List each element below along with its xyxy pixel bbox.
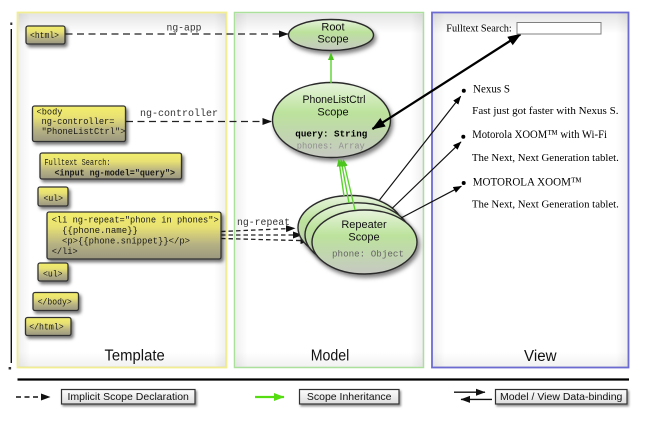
svg-text:Root: Root <box>321 22 344 34</box>
svg-text:Scope Inheritance: Scope Inheritance <box>307 391 392 403</box>
svg-text:ng-repeat: ng-repeat <box>237 217 290 229</box>
svg-text:The Next, Next Generation tabl: The Next, Next Generation tablet. <box>472 152 619 164</box>
svg-text:Scope: Scope <box>348 232 379 244</box>
svg-text:{{phone.name}}: {{phone.name}} <box>62 226 138 236</box>
svg-text:The Next, Next Generation tabl: The Next, Next Generation tablet. <box>472 198 619 210</box>
svg-text:phones: Array: phones: Array <box>297 141 365 152</box>
svg-text:query: String: query: String <box>295 129 367 140</box>
svg-text:<p>{{phone.snippet}}</p>: <p>{{phone.snippet}}</p> <box>62 237 190 247</box>
svg-text:</li>: </li> <box>52 247 78 257</box>
svg-text:Fast just got faster with Nexu: Fast just got faster with Nexus S. <box>472 105 619 117</box>
svg-text:MOTOROLA XOOM™: MOTOROLA XOOM™ <box>473 175 582 189</box>
svg-text:Motorola XOOM™ with Wi-Fi: Motorola XOOM™ with Wi-Fi <box>472 127 607 141</box>
svg-text:Implicit Scope Declaration: Implicit Scope Declaration <box>68 391 190 403</box>
svg-text:</html>: </html> <box>29 323 64 333</box>
svg-text:<html>: <html> <box>30 31 59 41</box>
svg-text:Repeater: Repeater <box>341 219 387 231</box>
svg-text:Model: Model <box>311 348 350 365</box>
svg-text:Fulltext Search:: Fulltext Search: <box>446 22 512 34</box>
svg-text:View: View <box>524 348 557 365</box>
svg-text:Scope: Scope <box>317 34 348 46</box>
svg-text:</body>: </body> <box>38 298 72 308</box>
svg-text:PhoneListCtrl: PhoneListCtrl <box>303 94 366 106</box>
svg-text:Template: Template <box>105 347 165 364</box>
svg-text:Scope: Scope <box>317 107 348 119</box>
svg-text:Fulltext Search:: Fulltext Search: <box>45 158 111 168</box>
svg-text:Nexus S: Nexus S <box>473 82 510 96</box>
svg-text:ng-controller: ng-controller <box>140 108 218 120</box>
svg-text:<input ng-model="query">: <input ng-model="query"> <box>55 169 176 179</box>
svg-text:<body: <body <box>37 108 64 118</box>
svg-text:ng-app: ng-app <box>167 23 202 35</box>
svg-text:<li ng-repeat="phone in phones: <li ng-repeat="phone in phones"> <box>52 216 219 226</box>
svg-text:"PhoneListCtrl">: "PhoneListCtrl"> <box>42 127 126 137</box>
svg-text:phone: Object: phone: Object <box>332 249 404 260</box>
svg-text:<ul>: <ul> <box>44 194 64 204</box>
svg-text:Model / View Data-binding: Model / View Data-binding <box>500 391 623 403</box>
svg-text:ng-controller=: ng-controller= <box>42 117 115 127</box>
svg-text:<ul>: <ul> <box>43 270 63 280</box>
